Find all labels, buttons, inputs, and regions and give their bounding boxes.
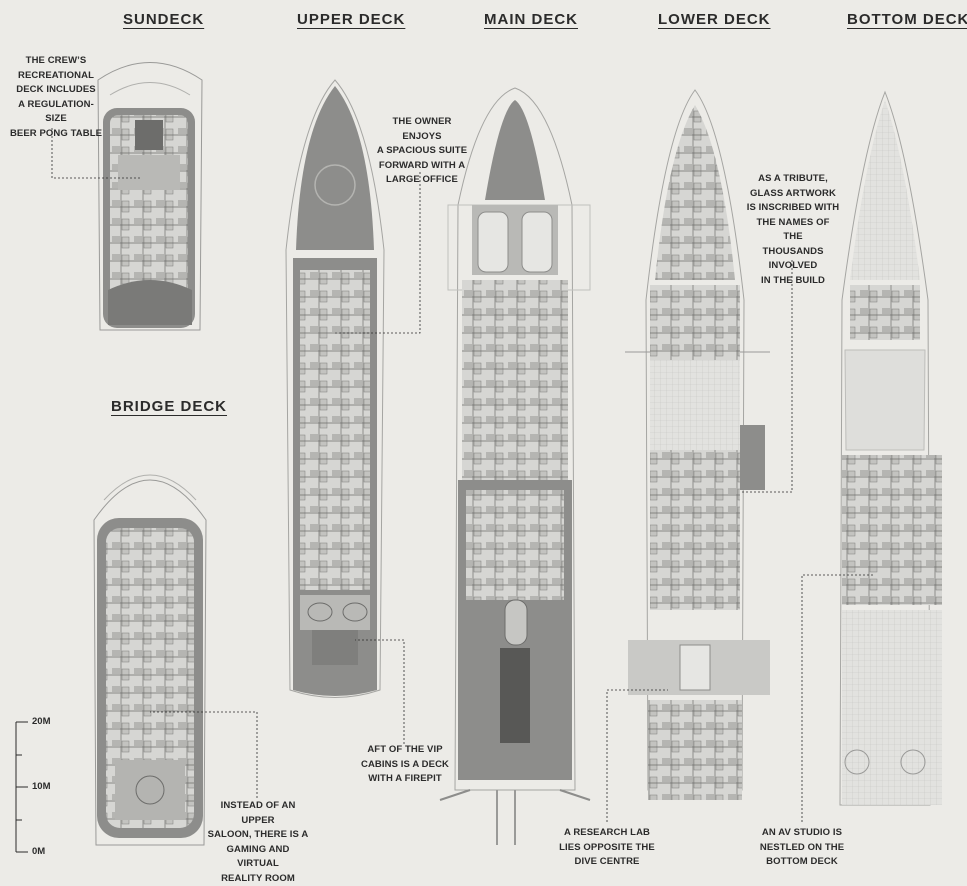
bridge-deck-plan [93, 474, 207, 846]
note-research-lab: A RESEARCH LAB LIES OPPOSITE THE DIVE CE… [559, 827, 655, 867]
scale-label-0m: 0M [32, 846, 46, 857]
note-owner-suite: THE OWNER ENJOYS A SPACIOUS SUITE FORWAR… [376, 116, 468, 185]
bridge-deck-title: BRIDGE DECK [111, 398, 228, 415]
sundeck-title: SUNDECK [123, 11, 205, 28]
lower-deck-title: LOWER DECK [658, 11, 771, 28]
leader-research-lab [606, 689, 668, 822]
upper-deck-plan [285, 79, 385, 698]
note-glass-artwork: AS A TRIBUTE, GLASS ARTWORK IS INSCRIBED… [746, 173, 840, 286]
leader-owner-suite [335, 172, 421, 334]
scale-label-20m: 20M [32, 716, 51, 727]
note-av-studio: AN AV STUDIO IS NESTLED ON THE BOTTOM DE… [759, 827, 845, 867]
scale-bar [15, 721, 28, 853]
bottom-deck-plan [839, 90, 942, 806]
main-deck-plan [439, 87, 591, 845]
leader-firepit [355, 639, 405, 744]
scale-label-10m: 10M [32, 781, 51, 792]
leader-gaming-room [150, 711, 258, 798]
main-deck-title: MAIN DECK [484, 11, 578, 28]
sundeck-plan [97, 62, 203, 331]
leader-glass-artwork [742, 260, 793, 493]
note-gaming-room: INSTEAD OF AN UPPER SALOON, THERE IS A G… [207, 800, 309, 884]
leader-crew-deck [51, 128, 140, 179]
note-firepit: AFT OF THE VIP CABINS IS A DECK WITH A F… [361, 744, 449, 784]
note-crew-deck: THE CREW’S RECREATIONAL DECK INCLUDES A … [9, 55, 103, 139]
upper-deck-title: UPPER DECK [297, 11, 406, 28]
leader-lines [51, 128, 875, 822]
lower-deck-plan [625, 89, 770, 800]
bottom-deck-title: BOTTOM DECK [847, 11, 967, 28]
